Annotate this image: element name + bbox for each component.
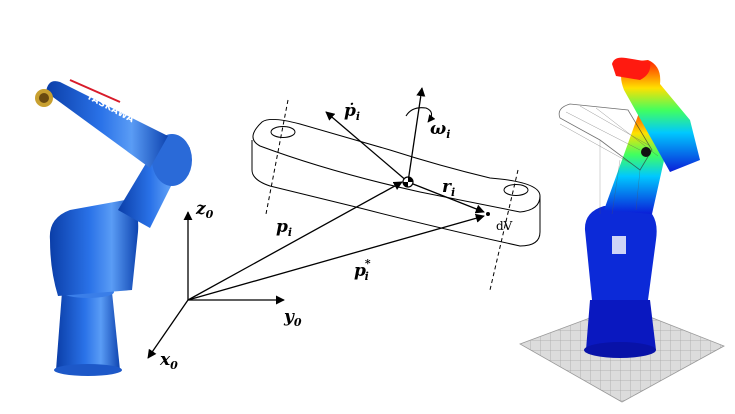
r-i-vector	[407, 181, 485, 214]
rigid-link-body	[251, 99, 541, 291]
p-star-vector	[187, 213, 485, 301]
r-i-label: ri	[442, 177, 455, 199]
p-i-label: pi	[276, 217, 292, 239]
z0-axis-label: z0	[195, 199, 214, 221]
omega-vector	[407, 87, 426, 183]
x0-axis-label: x0	[159, 350, 178, 372]
p-i-vector	[187, 181, 403, 301]
yaskawa-robot-image: YASKAWA	[35, 79, 192, 376]
center-of-mass-marker	[402, 176, 414, 188]
base-frame	[147, 211, 285, 359]
dv-label: dV	[496, 219, 513, 233]
simulation-robot-image	[519, 57, 725, 403]
omega-rotation-arc	[405, 107, 436, 123]
dv-point	[486, 212, 490, 216]
p-dot-label: ṗi	[344, 101, 360, 123]
p-dot-vector	[325, 111, 409, 183]
p-star-label: p*i	[354, 257, 371, 283]
y0-axis-label: y0	[283, 307, 302, 329]
omega-label: ωi	[430, 119, 450, 141]
